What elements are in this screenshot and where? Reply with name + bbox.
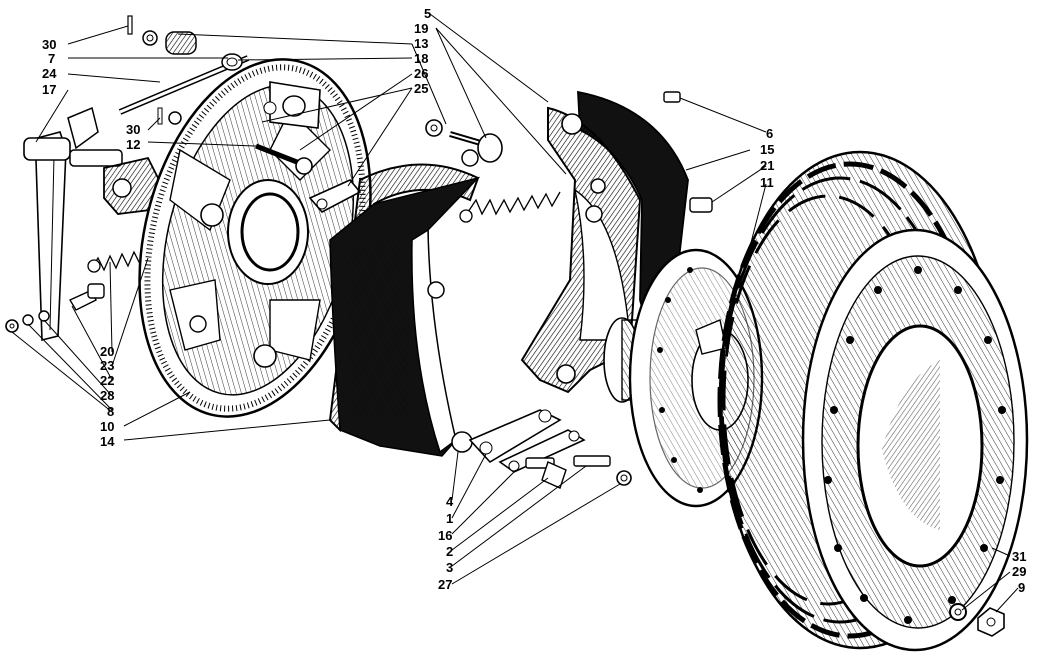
- brake-drum: [717, 150, 1029, 652]
- label-31: 31: [1012, 549, 1026, 564]
- label-27: 27: [438, 577, 452, 592]
- label-2: 2: [446, 544, 453, 559]
- label-5: 5: [424, 6, 431, 21]
- label-26: 26: [414, 66, 428, 81]
- label-11: 11: [760, 175, 774, 190]
- label-6: 6: [766, 126, 773, 141]
- label-9: 9: [1018, 580, 1025, 595]
- label-23: 23: [100, 358, 114, 373]
- label-4: 4: [446, 494, 454, 509]
- label-1: 1: [446, 511, 453, 526]
- label-7: 7: [48, 51, 55, 66]
- label-22: 22: [100, 373, 114, 388]
- lever-assembly: [5, 15, 250, 342]
- label-10: 10: [100, 419, 114, 434]
- label-16: 16: [438, 528, 452, 543]
- label-30-mid: 30: [126, 122, 140, 137]
- label-17: 17: [42, 82, 56, 97]
- label-20: 20: [100, 344, 114, 359]
- label-28: 28: [100, 388, 114, 403]
- label-30-top: 30: [42, 37, 56, 52]
- brake-shoe-front: [328, 149, 561, 457]
- label-3: 3: [446, 560, 453, 575]
- label-25: 25: [414, 81, 428, 96]
- top-small-parts: [425, 91, 713, 213]
- backing-plate: [138, 58, 372, 418]
- label-13: 13: [414, 36, 428, 51]
- link-plates: [468, 409, 632, 489]
- label-18: 18: [414, 51, 428, 66]
- brake-shoe-rear: [520, 90, 689, 394]
- wheel-nut-washer: [949, 603, 1005, 637]
- label-19: 19: [414, 21, 428, 36]
- label-29: 29: [1012, 564, 1026, 579]
- part-labels: 30 7 24 17 30 12 20 23 22 28 8 10 14 5 1…: [42, 6, 1026, 595]
- label-8: 8: [107, 404, 114, 419]
- label-24: 24: [42, 66, 57, 81]
- label-14: 14: [100, 434, 115, 449]
- leader-lines: [11, 13, 1019, 613]
- label-21: 21: [760, 158, 774, 173]
- label-15: 15: [760, 142, 774, 157]
- label-12: 12: [126, 137, 140, 152]
